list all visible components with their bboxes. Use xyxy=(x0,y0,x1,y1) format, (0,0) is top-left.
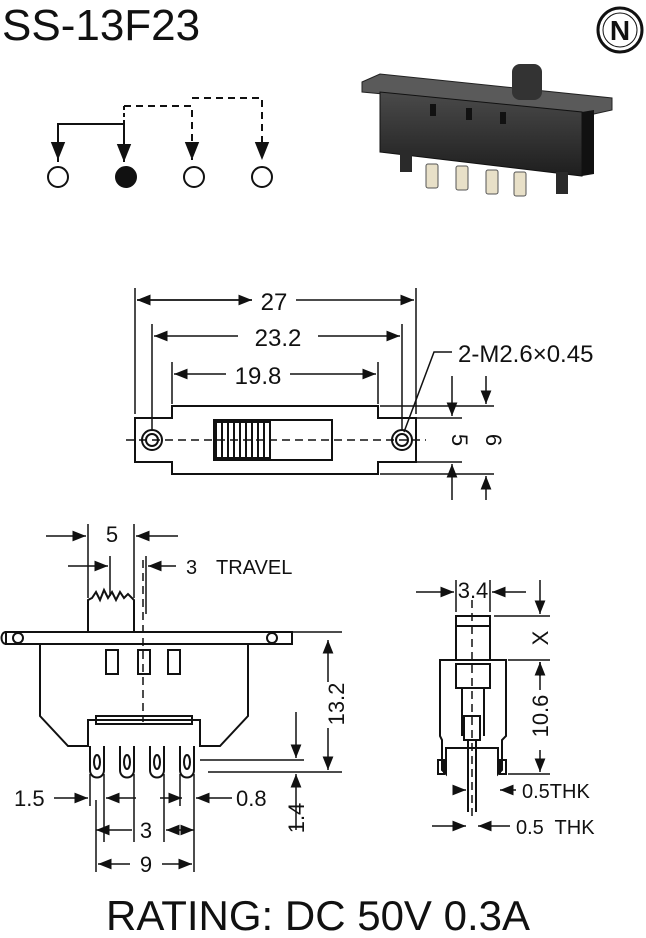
part-number-title: SS-13F23 xyxy=(2,1,200,50)
dim-overall-length: 27 xyxy=(261,289,288,316)
dim-outer-height: 6 xyxy=(481,434,506,446)
dim-pin-span: 9 xyxy=(140,852,152,877)
logo-letter: N xyxy=(610,15,630,46)
contact-2-active xyxy=(115,166,137,188)
side-view-dimension-lines xyxy=(416,580,550,832)
dim-body-length: 19.8 xyxy=(235,363,282,390)
switch-schematic xyxy=(50,97,270,162)
dim-screw-spec: 2-M2.6×0.45 xyxy=(458,341,593,368)
dim-knob-depth: 3.4 xyxy=(458,578,489,603)
side-view-outline xyxy=(437,615,507,812)
dim-knob-height: X xyxy=(528,630,553,645)
contact-3 xyxy=(183,166,205,188)
front-view-outline xyxy=(0,587,293,779)
contact-1 xyxy=(47,166,69,188)
dim-thickness-2: 0.5 THK xyxy=(516,817,595,839)
dim-travel-value: 3 xyxy=(186,557,197,579)
product-illustration xyxy=(361,64,613,197)
dim-mount-spacing: 23.2 xyxy=(255,325,302,352)
dim-body-depth: 10.6 xyxy=(528,695,553,738)
brand-logo: N xyxy=(596,6,644,54)
dim-travel-label: TRAVEL xyxy=(216,557,292,579)
front-view-dimension-lines xyxy=(46,524,342,872)
dim-inner-height: 5 xyxy=(447,434,472,446)
dim-pin-gap: 0.8 xyxy=(236,786,267,811)
contact-4 xyxy=(251,166,273,188)
dim-pin-pitch: 3 xyxy=(140,818,152,843)
schematic-contacts xyxy=(47,166,273,188)
dim-knob-width: 5 xyxy=(106,522,118,547)
dim-body-height: 13.2 xyxy=(324,683,349,726)
dim-pin-width: 1.5 xyxy=(14,786,45,811)
top-view-dimension-lines xyxy=(134,288,494,500)
dim-pin-length: 1.4 xyxy=(284,803,309,834)
dim-thickness-1: 0.5THK xyxy=(522,781,590,803)
rating-label: RATING: DC 50V 0.3A xyxy=(106,892,530,938)
